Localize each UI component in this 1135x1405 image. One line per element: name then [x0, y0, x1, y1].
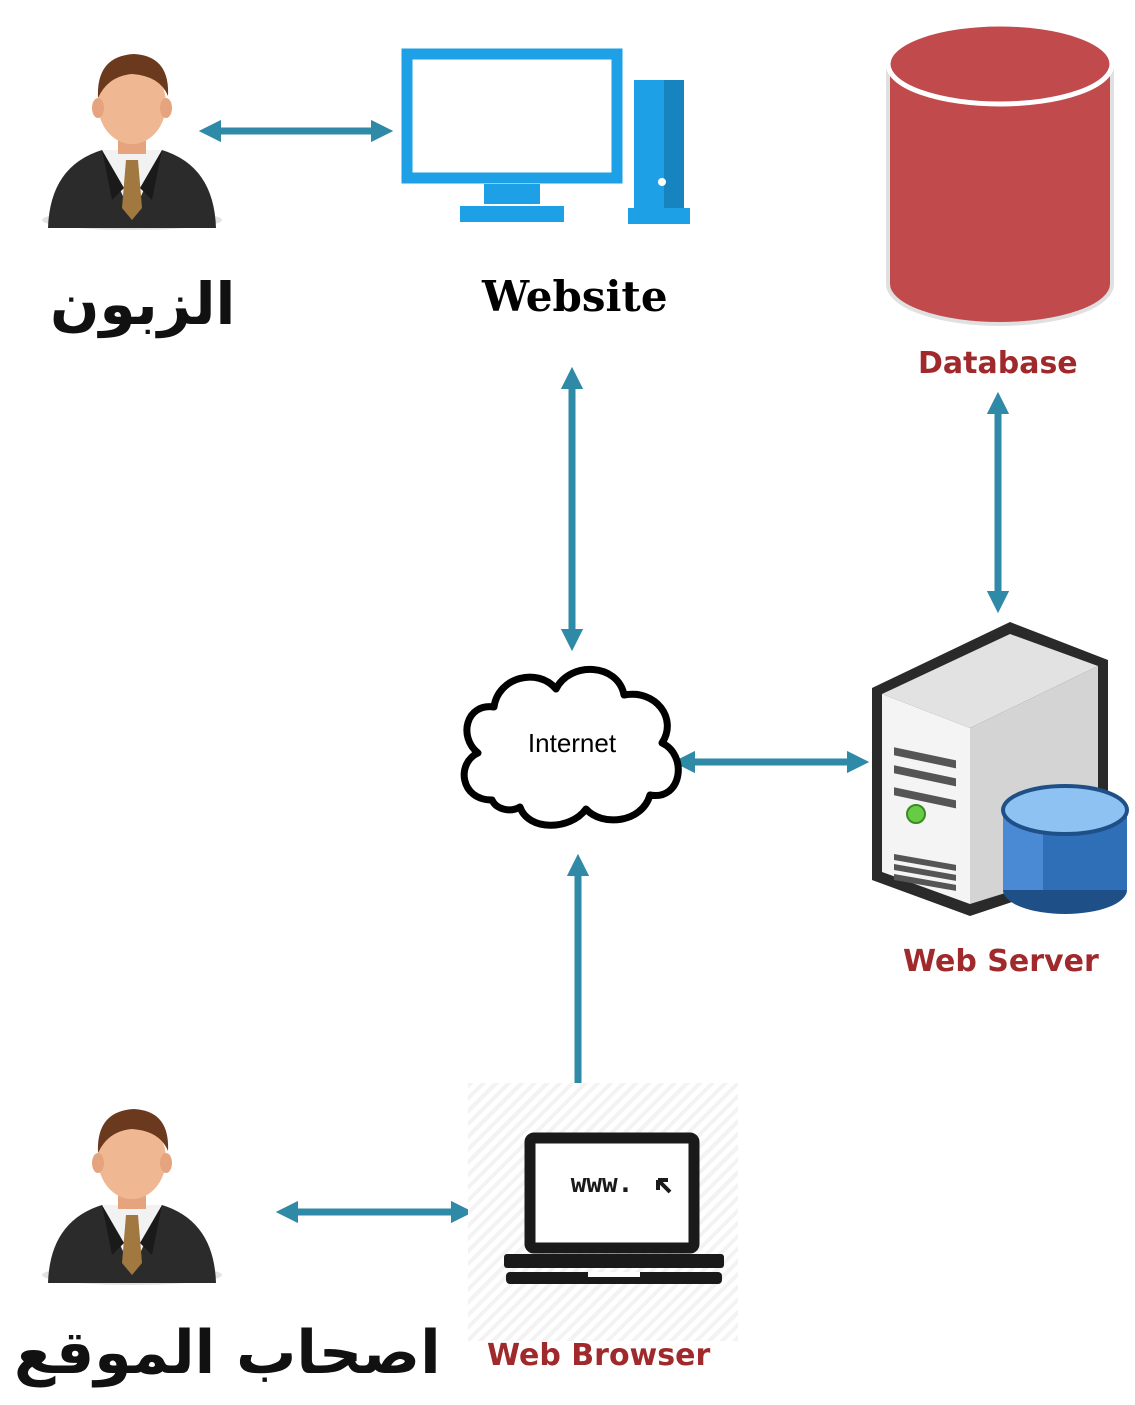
database-label: Database — [918, 346, 1078, 381]
website-label: Website — [482, 272, 668, 321]
site-owners-label: اصحاب الموقع — [14, 1318, 441, 1388]
web-server-label: Web Server — [903, 944, 1099, 979]
browser-screen-text: www. — [571, 1169, 634, 1199]
customer-label: الزبون — [50, 270, 236, 338]
cloud-icon: Internet — [460, 665, 682, 829]
web-browser-label: Web Browser — [487, 1338, 711, 1373]
desktop-computer-icon — [401, 48, 690, 224]
businessman-icon — [42, 1109, 222, 1285]
laptop-icon: www. — [504, 1132, 724, 1284]
businessman-icon — [42, 54, 222, 230]
server-tower-icon — [872, 622, 1129, 916]
internet-label: Internet — [528, 728, 617, 758]
database-cylinder-icon — [885, 21, 1115, 326]
